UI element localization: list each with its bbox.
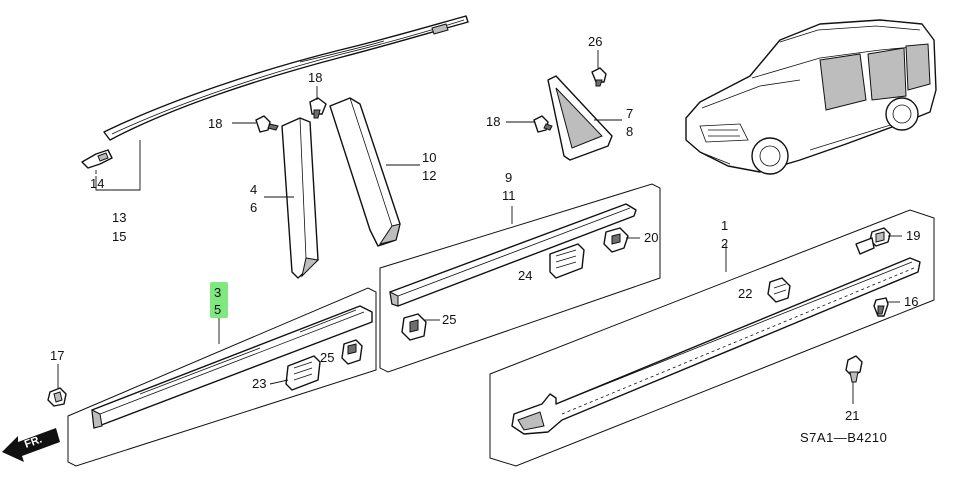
label-5: 5 <box>214 302 221 317</box>
label-3: 3 <box>214 285 221 300</box>
label-18-right: 18 <box>486 114 500 129</box>
label-15: 15 <box>112 229 126 244</box>
label-17: 17 <box>50 348 64 363</box>
label-8: 8 <box>626 124 633 139</box>
label-6: 6 <box>250 200 257 215</box>
rear-pillar-garnish <box>329 97 401 247</box>
front-direction-arrow: FR. <box>2 428 60 462</box>
label-25-left: 25 <box>320 350 334 365</box>
screw-26 <box>591 67 607 87</box>
leader-23 <box>269 379 289 385</box>
label-13: 13 <box>112 210 126 225</box>
label-22: 22 <box>738 286 752 301</box>
clip-17 <box>47 387 67 407</box>
label-9: 9 <box>505 170 512 185</box>
label-10: 10 <box>422 150 436 165</box>
fr-text: FR. <box>23 433 44 450</box>
clip-25-left <box>341 339 363 365</box>
side-sill-panel-1-2 <box>511 257 921 435</box>
clip-16 <box>873 297 889 317</box>
screw-18-right <box>533 115 553 133</box>
front-pillar-garnish <box>281 117 320 279</box>
frame-sill-9-11 <box>379 183 661 373</box>
roof-molding <box>103 15 469 141</box>
leader-13 <box>95 140 141 191</box>
screw-18-top <box>309 97 327 119</box>
clip-19 <box>855 227 891 255</box>
label-19: 19 <box>906 228 920 243</box>
frame-sill-3-5 <box>67 287 377 467</box>
label-12: 12 <box>422 168 436 183</box>
frame-sill-1-2 <box>489 209 935 467</box>
label-21: 21 <box>845 408 859 423</box>
label-25-right: 25 <box>442 312 456 327</box>
label-20: 20 <box>644 230 658 245</box>
car-illustration <box>685 19 937 175</box>
clip-24 <box>549 243 585 279</box>
label-3-5-highlight <box>210 282 228 318</box>
label-18-top: 18 <box>308 70 322 85</box>
diagram-code: S7A1—B4210 <box>800 430 887 445</box>
label-26: 26 <box>588 34 602 49</box>
triangle-garnish <box>547 75 613 161</box>
label-4: 4 <box>250 182 257 197</box>
label-16: 16 <box>904 294 918 309</box>
label-2: 2 <box>721 236 728 251</box>
label-7: 7 <box>626 106 633 121</box>
label-24: 24 <box>518 268 532 283</box>
label-18-left: 18 <box>208 116 222 131</box>
label-1: 1 <box>721 218 728 233</box>
clip-25-right <box>401 313 427 341</box>
clip-21 <box>845 355 863 383</box>
clip-20 <box>603 227 629 253</box>
side-sill-garnish-9-11 <box>389 203 637 307</box>
side-sill-garnish-3-5 <box>91 305 373 429</box>
label-23: 23 <box>252 376 266 391</box>
clip-23 <box>285 355 321 391</box>
screw-18-left <box>255 115 279 133</box>
clip-22 <box>767 277 791 303</box>
label-11: 11 <box>502 188 516 203</box>
roof-molding-clip <box>81 149 113 169</box>
label-14: 14 <box>90 176 104 191</box>
